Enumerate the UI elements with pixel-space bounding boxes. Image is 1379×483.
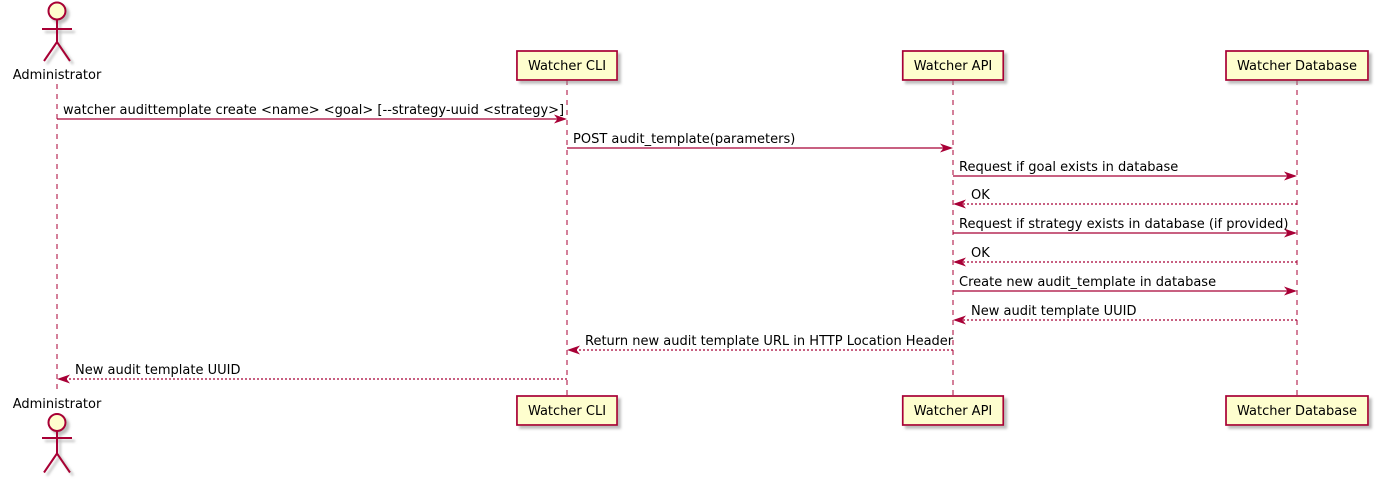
actor-leg-left [43, 41, 58, 62]
participant-label: Watcher Database [1237, 404, 1357, 419]
message-label: POST audit_template(parameters) [573, 132, 795, 147]
participant-label: Watcher API [914, 59, 993, 74]
participant-box-db: Watcher Database [1225, 395, 1369, 426]
message-label: Create new audit_template in database [959, 275, 1216, 290]
actor-figure-bottom-admin [42, 413, 72, 474]
message-5: Request if strategy exists in database (… [953, 217, 1297, 238]
message-1: watcher audittemplate create <name> <goa… [57, 103, 567, 124]
message-arrowhead [953, 257, 966, 267]
message-8: New audit template UUID [953, 304, 1297, 325]
message-arrowhead [57, 374, 70, 384]
participant-box-db: Watcher Database [1225, 50, 1369, 81]
actor-label: Administrator [13, 68, 102, 83]
message-label: Return new audit template URL in HTTP Lo… [585, 334, 954, 349]
message-7: Create new audit_template in database [953, 275, 1297, 296]
message-arrowhead [1284, 228, 1297, 238]
participant-box-api: Watcher API [901, 395, 1005, 426]
message-label: Request if strategy exists in database (… [959, 217, 1288, 232]
message-label: OK [971, 188, 990, 203]
message-arrowhead [1284, 286, 1297, 296]
message-3: Request if goal exists in database [953, 160, 1297, 181]
participant-box-rect [901, 50, 1005, 81]
participant-box-rect [1225, 50, 1369, 81]
actor-leg-right [56, 41, 71, 62]
message-9: Return new audit template URL in HTTP Lo… [567, 334, 954, 355]
message-arrowhead [953, 199, 966, 209]
message-arrowhead [554, 114, 567, 124]
participant-box-rect [1225, 395, 1369, 426]
message-10: New audit template UUID [57, 363, 567, 384]
participant-box-cli: Watcher CLI [516, 50, 618, 81]
message-label: New audit template UUID [75, 363, 240, 378]
actor-head [47, 413, 67, 432]
participant-box-api: Watcher API [901, 50, 1005, 81]
participant-label: Watcher Database [1237, 59, 1357, 74]
message-4: OK [953, 188, 1297, 209]
message-label: New audit template UUID [971, 304, 1136, 319]
message-2: POST audit_template(parameters) [567, 132, 953, 153]
participant-label: Watcher CLI [528, 59, 606, 74]
participant-box-rect [901, 395, 1005, 426]
message-arrowhead [940, 143, 953, 153]
message-arrowhead [567, 345, 580, 355]
message-arrowhead [953, 315, 966, 325]
actor-head [47, 1, 67, 21]
participant-box-rect [516, 395, 618, 426]
actor-leg-right [56, 452, 71, 474]
participant-box-cli: Watcher CLI [516, 395, 618, 426]
message-6: OK [953, 246, 1297, 267]
actor-leg-left [43, 452, 58, 474]
actor-label-bottom: Administrator [13, 397, 102, 412]
participant-label: Watcher API [914, 404, 993, 419]
message-label: watcher audittemplate create <name> <goa… [63, 103, 564, 118]
participant-label: Watcher CLI [528, 404, 606, 419]
message-label: OK [971, 246, 990, 261]
message-arrowhead [1284, 171, 1297, 181]
actor-figure-admin [42, 1, 72, 62]
message-label: Request if goal exists in database [959, 160, 1178, 175]
participant-box-rect [516, 50, 618, 81]
